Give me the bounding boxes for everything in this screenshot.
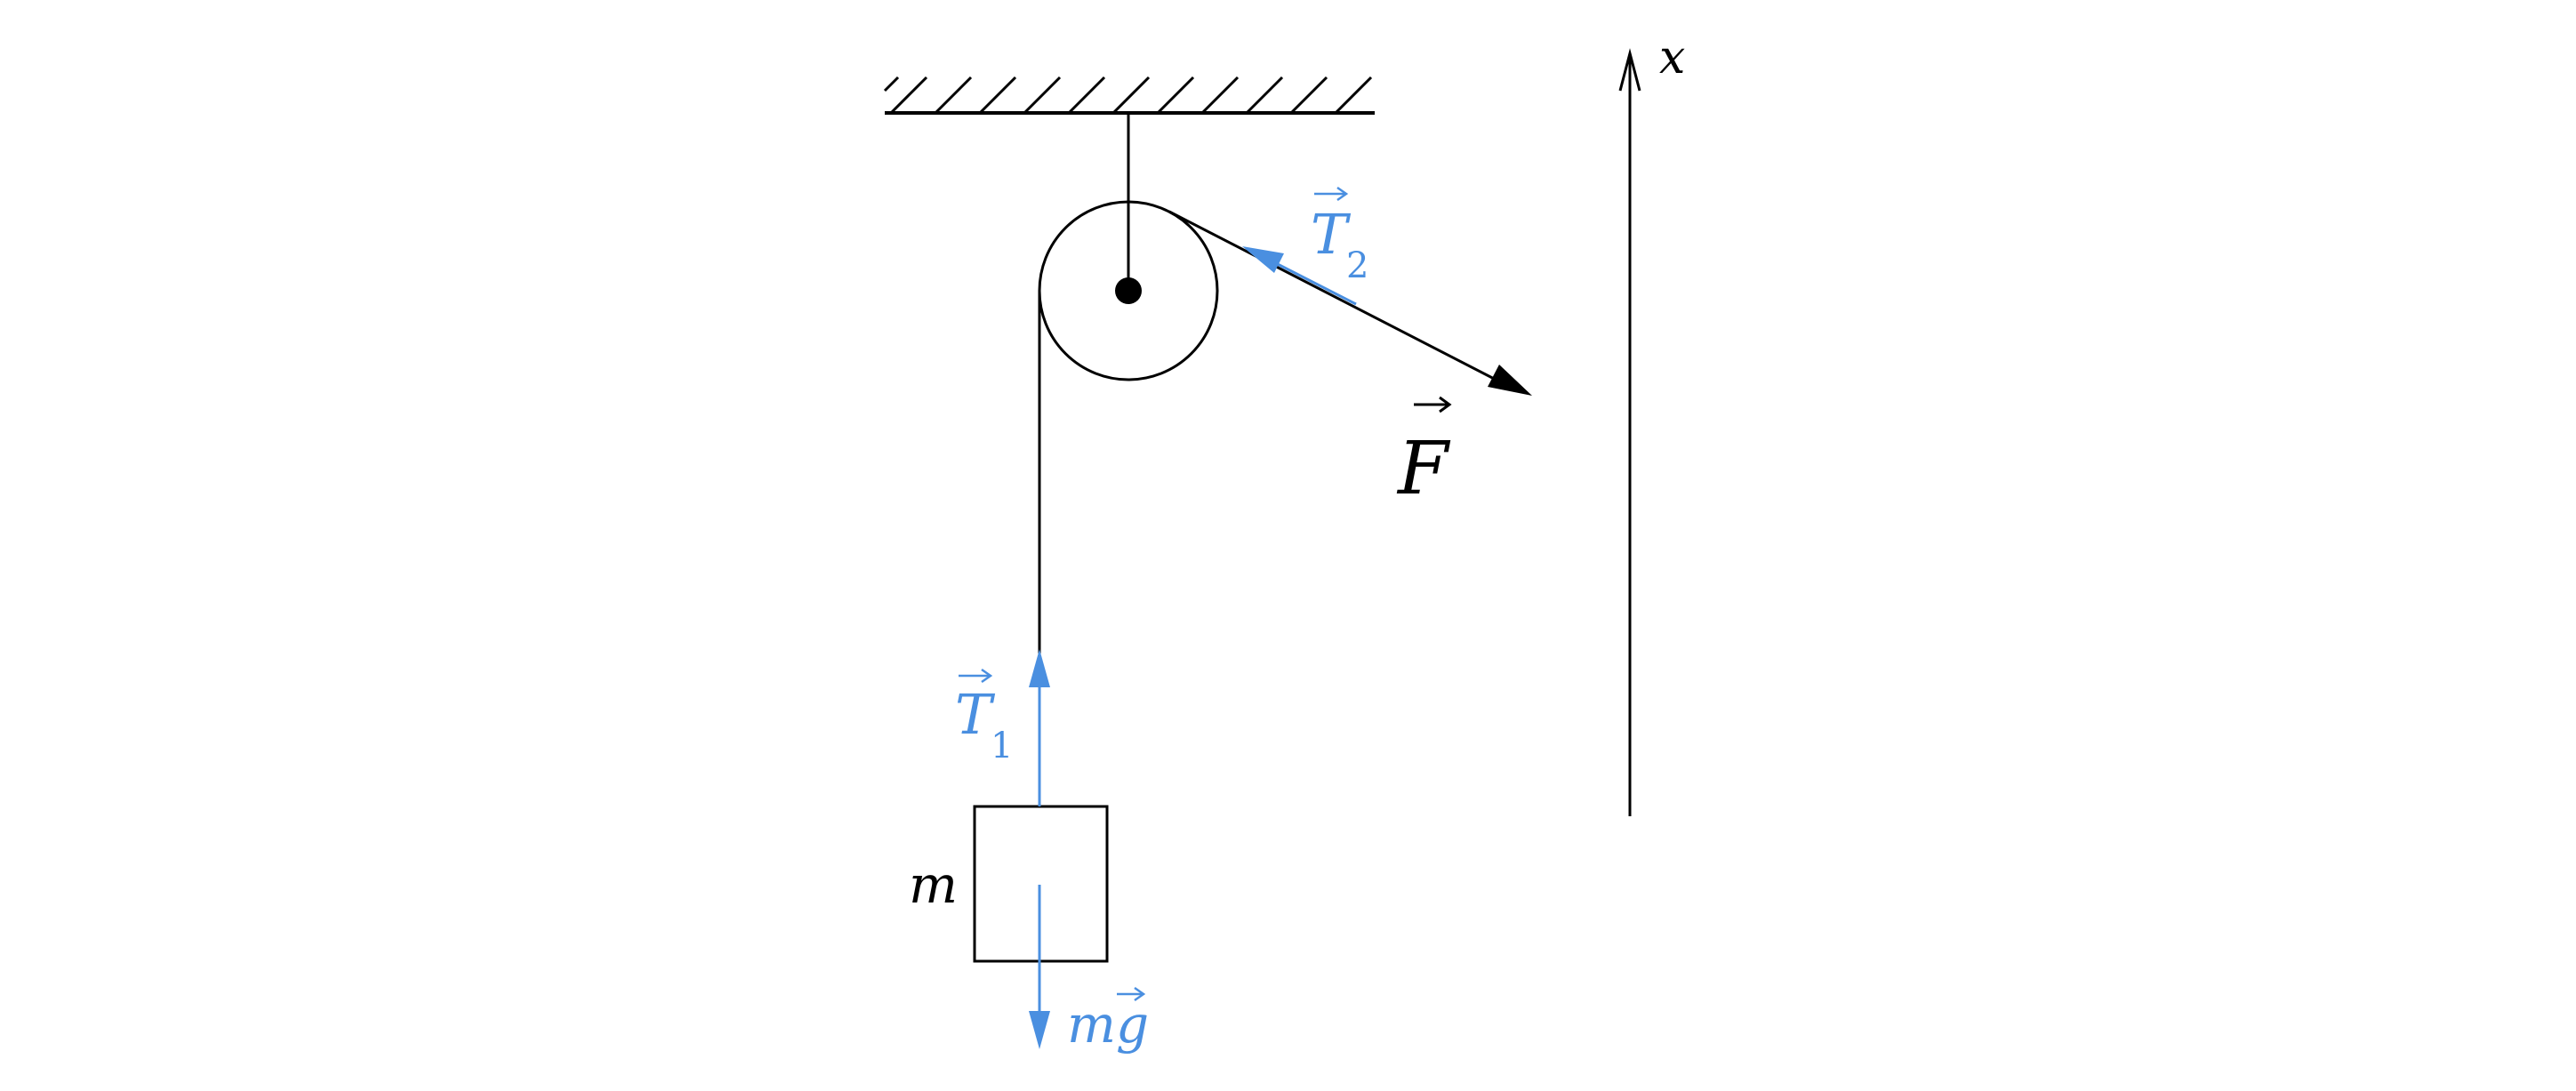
tension-t2-arrow xyxy=(1266,257,1357,306)
ceiling-hatching xyxy=(883,76,1373,115)
force-f-label: F xyxy=(1396,427,1451,511)
x-axis-label: x xyxy=(1659,31,1685,84)
tension-t1-subscript: 1 xyxy=(991,726,1013,766)
weight-arrowhead xyxy=(1029,1011,1050,1049)
ceiling xyxy=(883,76,1375,115)
tension-t1-label: T xyxy=(955,682,996,747)
vector-overarrows xyxy=(959,186,1452,1002)
x-axis-arrowhead xyxy=(1618,48,1641,92)
mass-label: m xyxy=(909,854,958,915)
tension-t1-arrowhead xyxy=(1029,649,1050,687)
tension-t2-subscript: 2 xyxy=(1346,245,1368,286)
tension-t2-label: T xyxy=(1311,202,1352,267)
right-rope xyxy=(1168,210,1504,385)
tension-t2-arrowhead xyxy=(1242,246,1284,273)
weight-label: mg xyxy=(1067,994,1149,1055)
pulley-axle xyxy=(1115,277,1142,304)
force-f-arrowhead xyxy=(1488,365,1532,396)
